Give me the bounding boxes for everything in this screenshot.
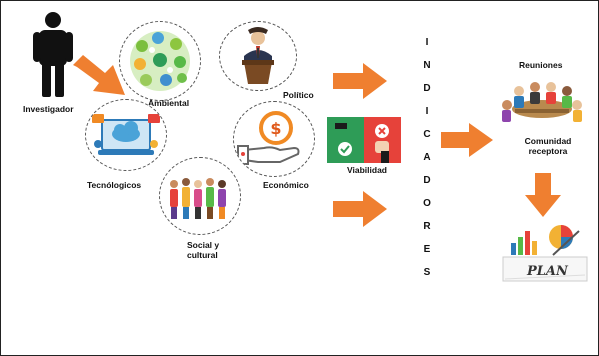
arrow-community-to-plan xyxy=(525,173,561,217)
indicadores-letter: A xyxy=(423,152,431,163)
indicadores-letter: E xyxy=(423,244,431,255)
plan-drawing-icon: PLAN xyxy=(502,225,588,282)
comunidad-label: Comunidad receptora xyxy=(524,136,572,156)
arrow-person-to-factors xyxy=(73,55,125,95)
indicadores-letter: S xyxy=(423,267,431,278)
svg-text:$: $ xyxy=(270,119,281,138)
arrow-lower-to-indicadores xyxy=(333,191,387,227)
hand-money-icon: $ xyxy=(237,111,300,165)
indicadores-letter: O xyxy=(423,198,431,209)
tecnologicos-circle xyxy=(85,99,167,171)
economico-label: Económico xyxy=(263,180,309,190)
ambiental-circle xyxy=(119,21,201,101)
indicadores-letter: N xyxy=(423,60,431,71)
indicadores-letter: D xyxy=(423,175,431,186)
arrow-upper-to-indicadores xyxy=(333,63,387,99)
meeting-table-icon xyxy=(502,82,582,122)
indicadores-letter: C xyxy=(423,129,431,140)
indicadores-letter: I xyxy=(425,106,429,117)
indicadores-letter: R xyxy=(423,221,431,232)
arrow-indicadores-to-community xyxy=(441,123,493,157)
social-circle xyxy=(159,157,241,235)
environment-icons-icon xyxy=(130,31,190,91)
investigador-label: Investigador xyxy=(23,104,74,114)
politico-label: Político xyxy=(283,90,314,100)
approve-reject-icon xyxy=(327,117,401,163)
plan-word: PLAN xyxy=(526,264,569,279)
cloud-computer-icon xyxy=(92,114,160,155)
diverse-people-icon xyxy=(170,178,226,219)
politico-circle xyxy=(219,21,297,91)
ambiental-label: Ambiental xyxy=(148,98,190,108)
economico-circle: $ xyxy=(233,101,315,177)
viabilidad-label: Viabilidad xyxy=(347,165,387,175)
reuniones-label: Reuniones xyxy=(519,60,563,70)
politician-podium-icon xyxy=(242,27,274,84)
social-label: Social y cultural xyxy=(187,240,220,260)
indicadores-letter: I xyxy=(425,37,429,48)
person-silhouette-icon xyxy=(33,12,73,97)
indicadores-letter: D xyxy=(423,83,431,94)
tecnologicos-label: Tecnólogicos xyxy=(87,180,142,190)
